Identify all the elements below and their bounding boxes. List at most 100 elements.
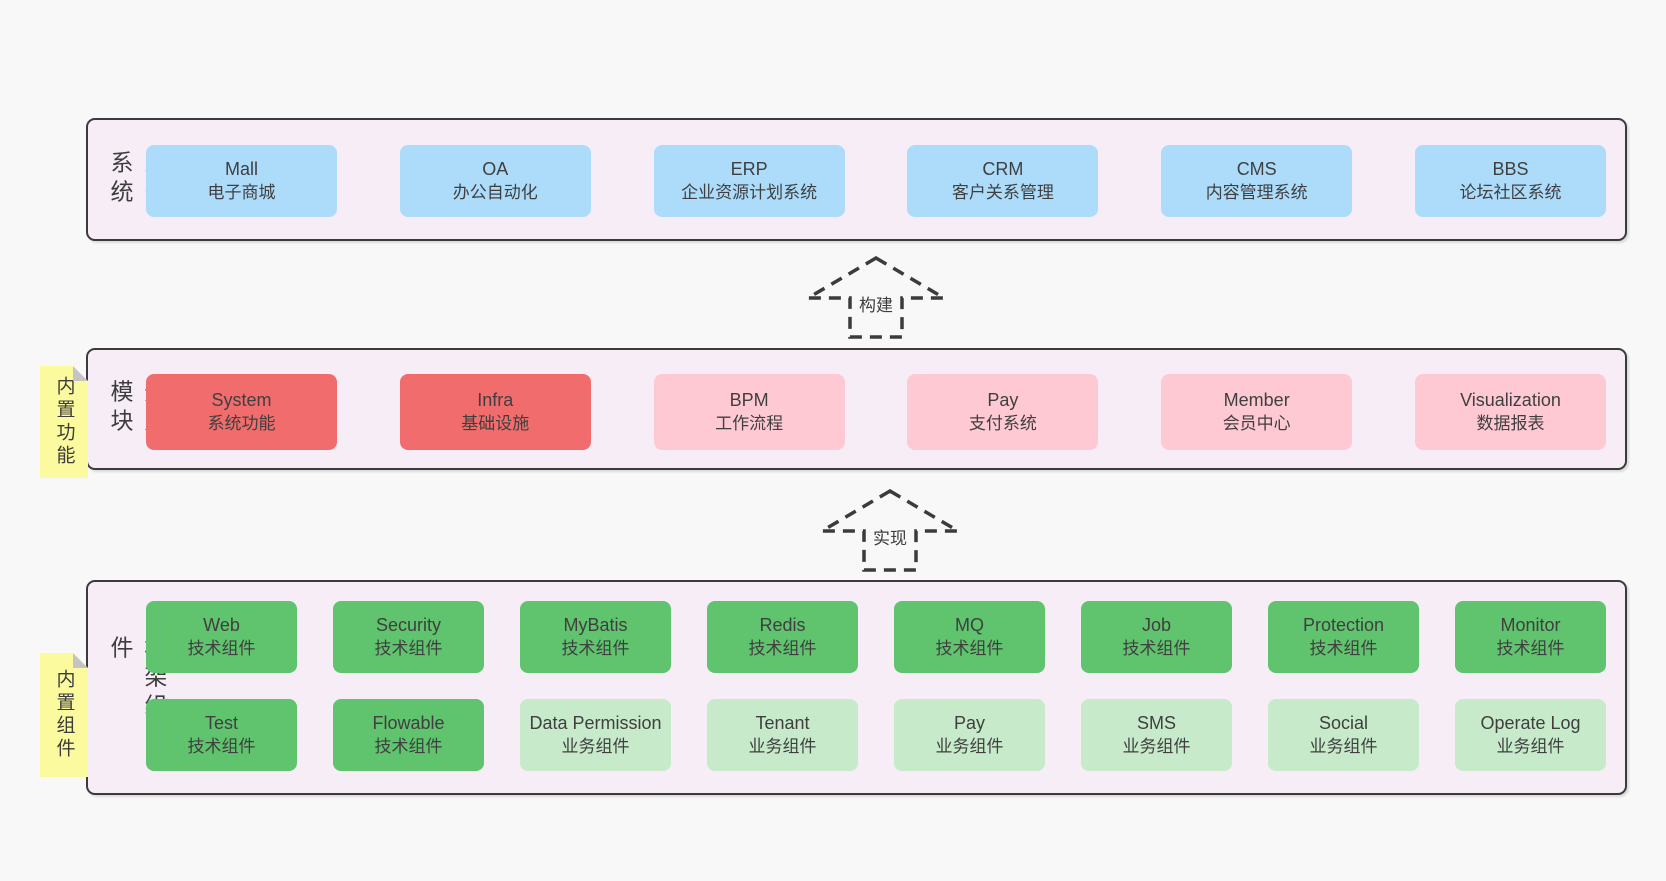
box-subtitle: 技术组件	[1496, 638, 1565, 658]
diagram-box: BBS 论坛社区系统	[1414, 145, 1606, 217]
box-title: Tenant	[755, 713, 810, 734]
box-title: Operate Log	[1480, 713, 1581, 734]
box-subtitle: 系统功能	[207, 413, 276, 433]
diagram-box: Operate Log 业务组件	[1455, 699, 1606, 771]
diagram-box: Flowable 技术组件	[333, 699, 484, 771]
box-title: Redis	[759, 615, 806, 636]
diagram-box: Infra 基础设施	[399, 374, 591, 450]
box-subtitle: 支付系统	[968, 413, 1037, 433]
box-subtitle: 业务组件	[561, 736, 630, 756]
diagram-box: Redis 技术组件	[707, 601, 858, 673]
diagram-box: Member 会员中心	[1161, 374, 1353, 450]
box-subtitle: 技术组件	[748, 638, 817, 658]
diagram-box: Mall 电子商城	[146, 145, 337, 217]
diagram-box: System 系统功能	[146, 374, 337, 450]
box-title: Protection	[1302, 615, 1385, 636]
box-subtitle: 办公自动化	[452, 182, 538, 202]
diagram-box: Social 业务组件	[1268, 699, 1419, 771]
box-subtitle: 技术组件	[935, 638, 1004, 658]
dashed-up-arrow-icon	[820, 489, 960, 572]
box-title: System	[211, 390, 272, 411]
box-title: SMS	[1136, 713, 1176, 734]
box-title: Security	[375, 615, 442, 636]
box-subtitle: 技术组件	[374, 736, 443, 756]
diagram-box: OA 办公自动化	[399, 145, 591, 217]
box-subtitle: 业务组件	[935, 736, 1004, 756]
box-subtitle: 论坛社区系统	[1459, 182, 1562, 202]
diagram-box: Data Permission 业务组件	[520, 699, 671, 771]
modules-boxes: System 系统功能 Infra 基础设施 BPM 工作流程 Pay 支付系统…	[146, 374, 1606, 450]
box-title: CMS	[1236, 159, 1277, 180]
panel-business-systems: 业务系统 Mall 电子商城 OA 办公自动化 ERP 企业资源计划系统 CRM…	[86, 118, 1627, 241]
diagram-box: Visualization 数据报表	[1414, 374, 1606, 450]
box-subtitle: 企业资源计划系统	[681, 182, 818, 202]
dashed-up-arrow-icon	[806, 256, 946, 339]
box-title: Web	[203, 615, 240, 636]
box-title: Visualization	[1460, 390, 1561, 411]
box-title: Social	[1318, 713, 1369, 734]
box-subtitle: 业务组件	[748, 736, 817, 756]
diagram-box: Job 技术组件	[1081, 601, 1232, 673]
diagram-box: Pay 支付系统	[907, 374, 1099, 450]
box-title: Infra	[477, 390, 514, 411]
sticky-note-built-in-components: 内置组件	[40, 653, 88, 777]
box-title: Data Permission	[529, 713, 662, 734]
box-subtitle: 业务组件	[1496, 736, 1565, 756]
box-subtitle: 技术组件	[561, 638, 630, 658]
box-title: MyBatis	[563, 615, 628, 636]
diagram-box: Web 技术组件	[146, 601, 297, 673]
box-subtitle: 技术组件	[187, 736, 256, 756]
box-subtitle: 业务组件	[1122, 736, 1191, 756]
diagram-box: Test 技术组件	[146, 699, 297, 771]
box-title: Pay	[953, 713, 986, 734]
box-title: Pay	[987, 390, 1019, 411]
box-title: ERP	[730, 159, 768, 180]
framework-boxes-row-2: Test 技术组件 Flowable 技术组件 Data Permission …	[146, 699, 1606, 771]
diagram-box: BPM 工作流程	[653, 374, 845, 450]
sticky-note-built-in-features: 内置功能	[40, 366, 88, 478]
box-title: BPM	[729, 390, 769, 411]
panel-common-modules: 通用模块 System 系统功能 Infra 基础设施 BPM 工作流程 Pay…	[86, 348, 1627, 470]
box-title: Member	[1223, 390, 1290, 411]
box-title: MQ	[955, 615, 984, 636]
box-subtitle: 客户关系管理	[951, 182, 1054, 202]
sticky-note-text: 内置组件	[53, 669, 75, 761]
box-subtitle: 会员中心	[1222, 413, 1291, 433]
box-subtitle: 工作流程	[715, 413, 784, 433]
diagram-box: Monitor 技术组件	[1455, 601, 1606, 673]
box-subtitle: 业务组件	[1309, 736, 1378, 756]
arrow-implement-label: 实现	[869, 523, 911, 550]
box-subtitle: 技术组件	[187, 638, 256, 658]
diagram-box: Security 技术组件	[333, 601, 484, 673]
diagram-box: CRM 客户关系管理	[907, 145, 1099, 217]
diagram-box: Protection 技术组件	[1268, 601, 1419, 673]
diagram-box: MQ 技术组件	[894, 601, 1045, 673]
framework-boxes-row-1: Web 技术组件 Security 技术组件 MyBatis 技术组件 Redi…	[146, 601, 1606, 673]
box-title: CRM	[982, 159, 1024, 180]
box-title: Monitor	[1500, 615, 1561, 636]
box-subtitle: 电子商城	[207, 182, 276, 202]
business-boxes: Mall 电子商城 OA 办公自动化 ERP 企业资源计划系统 CRM 客户关系…	[146, 145, 1606, 217]
arrow-build: 构建	[806, 256, 946, 340]
box-title: BBS	[1492, 159, 1529, 180]
box-title: Test	[204, 713, 238, 734]
sticky-note-text: 内置功能	[53, 376, 75, 468]
diagram-box: CMS 内容管理系统	[1161, 145, 1353, 217]
diagram-box: SMS 业务组件	[1081, 699, 1232, 771]
box-title: Flowable	[372, 713, 445, 734]
diagram-box: Pay 业务组件	[894, 699, 1045, 771]
box-title: Job	[1141, 615, 1172, 636]
box-subtitle: 基础设施	[461, 413, 530, 433]
diagram-box: Tenant 业务组件	[707, 699, 858, 771]
box-title: OA	[482, 159, 509, 180]
arrow-implement: 实现	[820, 489, 960, 573]
box-subtitle: 数据报表	[1476, 413, 1545, 433]
panel-framework-components: 框架组件 Web 技术组件 Security 技术组件 MyBatis 技术组件…	[86, 580, 1627, 795]
diagram-box: ERP 企业资源计划系统	[653, 145, 845, 217]
box-subtitle: 技术组件	[1122, 638, 1191, 658]
diagram-box: MyBatis 技术组件	[520, 601, 671, 673]
box-subtitle: 内容管理系统	[1205, 182, 1308, 202]
box-title: Mall	[224, 159, 258, 180]
arrow-build-label: 构建	[855, 290, 897, 317]
